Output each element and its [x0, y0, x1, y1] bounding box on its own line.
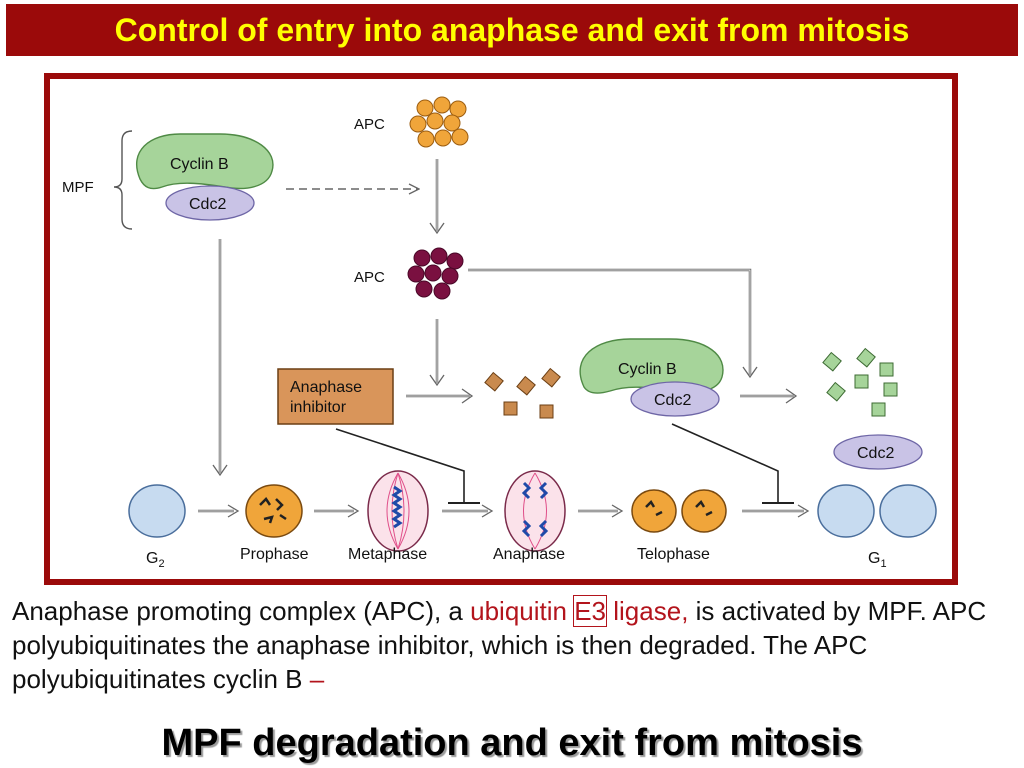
prophase-chromosomes — [259, 497, 287, 524]
telophase-cell-1 — [631, 489, 677, 533]
g1-cell-2 — [879, 484, 937, 538]
anaphase-cell — [504, 470, 566, 552]
diagram-frame: MPF Cyclin B Cdc2 APC APC — [44, 73, 958, 585]
cdc2-label: Cdc2 — [189, 196, 226, 213]
apc-inactive-label: APC — [354, 116, 385, 133]
apc-active-cluster — [407, 247, 464, 300]
slide-title: Control of entry into anaphase and exit … — [114, 11, 910, 48]
inhibitor-fragments — [484, 367, 561, 419]
apc-pathway-diagram: MPF Cyclin B Cdc2 APC APC — [62, 96, 937, 570]
cyclin-b-label-2: Cyclin B — [618, 361, 677, 378]
anaphase-inhibitor-box — [277, 368, 394, 425]
telophase-chromosomes — [645, 499, 713, 517]
cyclin-b-shape — [135, 133, 274, 190]
stage-label-telophase: Telophase — [637, 546, 710, 563]
stage-label-metaphase: Metaphase — [348, 546, 427, 563]
telophase-cell-2 — [681, 489, 727, 533]
metaphase-cell — [367, 470, 429, 552]
inhibitor-block-line — [335, 428, 465, 503]
metaphase-chromosomes — [391, 485, 403, 529]
title-bar: Control of entry into anaphase and exit … — [6, 4, 1018, 56]
mpf-block-line — [671, 423, 779, 503]
cyclin-b-shape-2 — [579, 338, 724, 394]
g2-cell — [128, 484, 186, 538]
prophase-cell — [245, 484, 303, 538]
cyclin-fragments — [822, 347, 898, 417]
caption-ligase: ligase, — [606, 596, 689, 626]
cdc2-shape — [165, 185, 255, 221]
caption-e3: E3 — [573, 595, 608, 627]
cdc2-shape-2 — [630, 381, 720, 417]
apc-active-label: APC — [354, 269, 385, 286]
caption-part-2: is activated by MPF. APC polyubiquitinat… — [12, 596, 987, 694]
caption-text: Anaphase promoting complex (APC), a ubiq… — [12, 594, 1012, 696]
stage-label-g2: G2 — [146, 550, 165, 570]
anaphase-chromosomes — [521, 481, 549, 538]
caption-dash: – — [309, 664, 325, 694]
stage-label-prophase: Prophase — [240, 546, 309, 563]
cdc2-free-shape — [833, 434, 923, 470]
stage-label-anaphase: Anaphase — [493, 546, 565, 563]
anaphase-spindle — [523, 472, 547, 550]
g1-cell-1 — [817, 484, 875, 538]
mpf-bracket — [113, 130, 133, 230]
stage-arrows — [198, 504, 810, 518]
cyclin-b-label: Cyclin B — [170, 156, 229, 173]
stage-label-g1: G1 — [868, 550, 887, 570]
cdc2-free-label: Cdc2 — [857, 445, 894, 462]
footer-title: MPF degradation and exit from mitosis — [161, 722, 863, 764]
mpf-label: MPF — [62, 179, 94, 196]
cdc2-label-2: Cdc2 — [654, 392, 691, 409]
apc-inactive-cluster — [409, 96, 469, 148]
anaphase-inhibitor-label-1: Anaphase — [290, 379, 362, 396]
caption-part-1: Anaphase promoting complex (APC), a — [12, 596, 471, 626]
caption-ubiquitin: ubiquitin — [470, 596, 567, 626]
anaphase-inhibitor-label-2: inhibitor — [290, 399, 347, 416]
